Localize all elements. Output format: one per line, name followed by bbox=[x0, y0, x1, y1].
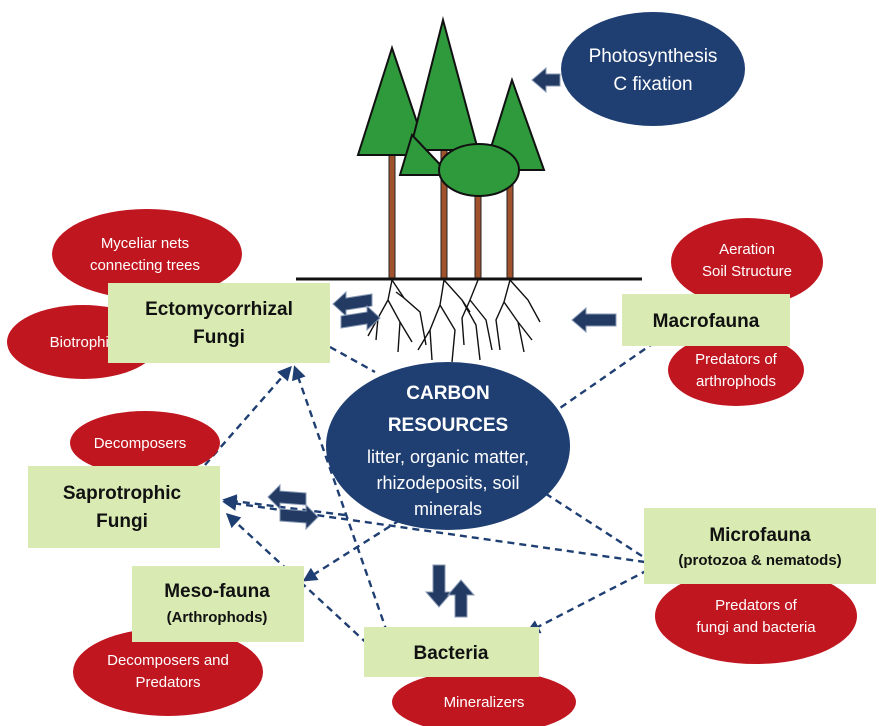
role-mineralizers: Mineralizers bbox=[392, 670, 576, 726]
role-decomp-pred-line1: Decomposers and bbox=[107, 652, 229, 669]
photosynthesis-node: Photosynthesis C fixation bbox=[561, 12, 745, 126]
role-aeration-line1: Aeration bbox=[719, 241, 775, 258]
photosynthesis-line2: C fixation bbox=[613, 74, 692, 95]
role-pred-arthro-line1: Predators of bbox=[695, 351, 778, 368]
link-carbon-meso bbox=[302, 518, 401, 582]
role-aeration-line2: Soil Structure bbox=[702, 263, 792, 280]
group-micro: Microfauna (protozoa & nematods) bbox=[644, 508, 876, 584]
group-micro-line2: (protozoa & nematods) bbox=[678, 552, 841, 569]
carbon-line4: rhizodeposits, soil bbox=[376, 473, 519, 493]
group-macro: Macrofauna bbox=[622, 294, 790, 346]
role-pred-fungi-bact: Predators of fungi and bacteria bbox=[655, 568, 857, 664]
group-bacteria-line1: Bacteria bbox=[414, 643, 489, 664]
ecto-exchange-right-arrow-icon bbox=[340, 304, 381, 332]
group-micro-line1: Microfauna bbox=[709, 525, 811, 546]
sapro-exchange-right-arrow-icon bbox=[279, 503, 319, 531]
role-pred-arthro-line2: arthrophods bbox=[696, 373, 776, 390]
role-biotrophic-line1: Biotrophic bbox=[50, 334, 117, 351]
carbon-resources-node: CARBON RESOURCES litter, organic matter,… bbox=[326, 362, 570, 530]
group-meso-line2: (Arthrophods) bbox=[167, 609, 268, 626]
carbon-line5: minerals bbox=[414, 499, 482, 519]
role-pred-arthro: Predators of arthrophods bbox=[668, 334, 804, 406]
link-bacteria-ecto bbox=[291, 365, 397, 656]
link-carbon-sapro bbox=[222, 494, 346, 517]
photosynthesis-line1: Photosynthesis bbox=[589, 46, 718, 67]
group-sapro-line2: Fungi bbox=[96, 511, 148, 532]
role-decomposers-line1: Decomposers bbox=[94, 435, 187, 452]
sapro-exchange-left-arrow-icon bbox=[267, 483, 307, 511]
group-ecto-line1: Ectomycorrhizal bbox=[145, 299, 293, 320]
group-ecto: Ectomycorrhizal Fungi bbox=[108, 283, 330, 363]
link-macro-carbon bbox=[559, 341, 656, 409]
role-myceliar: Myceliar nets connecting trees bbox=[52, 209, 242, 299]
macro-arrow-icon bbox=[571, 306, 617, 334]
role-aeration: Aeration Soil Structure bbox=[671, 218, 823, 306]
role-pred-fungi-bact-line2: fungi and bacteria bbox=[696, 619, 816, 636]
carbon-line1: CARBON bbox=[406, 383, 489, 404]
forest-icon bbox=[356, 16, 546, 281]
carbon-line3: litter, organic matter, bbox=[367, 447, 529, 467]
photosynthesis-arrow-icon bbox=[531, 66, 561, 94]
roots-icon bbox=[367, 279, 541, 363]
role-decomp-pred-line2: Predators bbox=[135, 674, 200, 691]
link-ecto-carbon bbox=[329, 345, 376, 374]
bacteria-down-arrow-icon bbox=[424, 564, 454, 608]
role-mineralizers-line1: Mineralizers bbox=[444, 694, 525, 711]
group-ecto-line2: Fungi bbox=[193, 327, 245, 348]
role-pred-fungi-bact-line1: Predators of bbox=[715, 597, 798, 614]
role-myceliar-line2: connecting trees bbox=[90, 257, 200, 274]
group-sapro-line1: Saprotrophic bbox=[63, 483, 182, 504]
role-decomposers: Decomposers bbox=[70, 411, 220, 475]
link-micro-carbon bbox=[539, 488, 643, 558]
group-bacteria: Bacteria bbox=[364, 627, 539, 677]
link-sapro-ecto bbox=[204, 365, 292, 466]
role-decomp-pred: Decomposers and Predators bbox=[73, 628, 263, 716]
group-meso-line1: Meso-fauna bbox=[164, 581, 270, 602]
group-macro-line1: Macrofauna bbox=[653, 311, 760, 332]
group-sapro: Saprotrophic Fungi bbox=[28, 466, 220, 548]
link-micro-bacteria bbox=[525, 568, 649, 634]
group-meso: Meso-fauna (Arthrophods) bbox=[132, 566, 304, 642]
bacteria-up-arrow-icon bbox=[446, 579, 476, 618]
carbon-line2: RESOURCES bbox=[388, 415, 508, 436]
role-myceliar-line1: Myceliar nets bbox=[101, 235, 189, 252]
